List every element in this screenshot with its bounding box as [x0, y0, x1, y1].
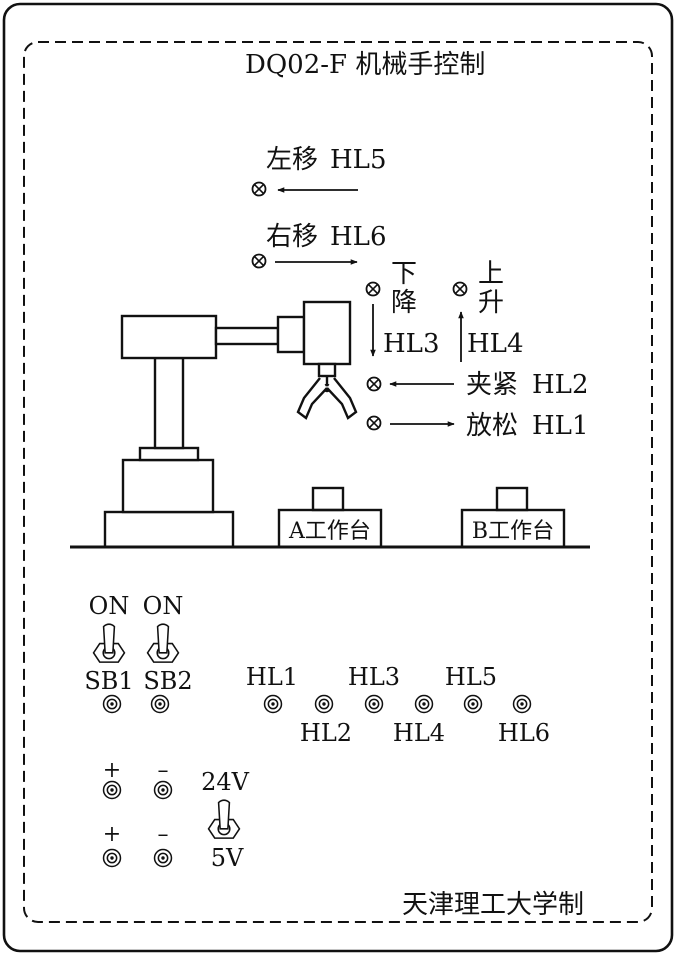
hl2-terminal-label: HL2 [300, 719, 352, 747]
up-char-2: 升 [478, 288, 504, 318]
maker-label: 天津理工大学制 [402, 890, 584, 920]
sb1-terminal-icon[interactable] [102, 694, 122, 714]
power-row1-plus-terminal-icon[interactable] [102, 780, 122, 800]
manipulator-arm-drawing [103, 300, 358, 549]
right-move-tag: HL6 [330, 222, 386, 252]
hl1-terminal-label: HL1 [246, 663, 298, 691]
sb1-name-label: SB1 [84, 667, 133, 695]
power-row2-minus-terminal-icon[interactable] [153, 848, 173, 868]
hl1-terminal-icon[interactable] [263, 694, 283, 714]
clamp-label: 夹紧 [466, 370, 518, 400]
hl4-terminal-label: HL4 [393, 719, 445, 747]
hl3-terminal-icon[interactable] [364, 694, 384, 714]
sb1-state-label: ON [89, 592, 130, 620]
right-move-label: 右移 [266, 222, 318, 252]
down-char-1: 下 [391, 259, 417, 289]
inner-dashed-frame [23, 41, 653, 923]
right-move-lamp-icon [251, 253, 267, 269]
panel-title: DQ02-F 机械手控制 [245, 50, 485, 80]
up-lamp-icon [452, 281, 468, 297]
hl4-terminal-icon[interactable] [414, 694, 434, 714]
sb2-state-label: ON [143, 592, 184, 620]
release-tag: HL1 [532, 411, 588, 441]
left-move-label: 左移 [266, 145, 318, 175]
power-row2-minus-label: – [158, 822, 169, 847]
sb2-name-label: SB2 [143, 667, 192, 695]
hl2-terminal-icon[interactable] [314, 694, 334, 714]
hl6-terminal-icon[interactable] [512, 694, 532, 714]
hl6-terminal-label: HL6 [498, 719, 550, 747]
left-move-lamp-icon [251, 181, 267, 197]
power-row1-minus-label: – [158, 758, 169, 783]
station-a-knob [311, 486, 345, 512]
voltage-5v-label: 5V [211, 844, 244, 872]
sb1-toggle-switch-icon[interactable] [92, 623, 126, 663]
hl5-terminal-icon[interactable] [463, 694, 483, 714]
clamp-lamp-icon [366, 376, 382, 392]
power-row1-plus-label: + [103, 758, 121, 783]
voltage-selector-toggle-icon[interactable] [207, 799, 241, 839]
left-move-tag: HL5 [330, 145, 386, 175]
hl3-terminal-label: HL3 [348, 663, 400, 691]
power-row2-plus-label: + [103, 822, 121, 847]
down-lamp-icon [365, 281, 381, 297]
up-char-1: 上 [478, 259, 504, 289]
station-a-label: A工作台 [288, 519, 371, 544]
power-row2-plus-terminal-icon[interactable] [102, 848, 122, 868]
station-b-label: B工作台 [472, 519, 554, 544]
voltage-24v-label: 24V [201, 768, 250, 796]
down-char-2: 降 [391, 288, 417, 318]
station-b-knob [495, 486, 529, 512]
hl5-terminal-label: HL5 [445, 663, 497, 691]
power-row1-minus-terminal-icon[interactable] [153, 780, 173, 800]
sb2-toggle-switch-icon[interactable] [146, 623, 180, 663]
sb2-terminal-icon[interactable] [150, 694, 170, 714]
release-label: 放松 [466, 411, 518, 441]
clamp-tag: HL2 [532, 370, 588, 400]
down-tag: HL3 [383, 329, 439, 359]
release-lamp-icon [366, 415, 382, 431]
up-tag: HL4 [467, 329, 523, 359]
